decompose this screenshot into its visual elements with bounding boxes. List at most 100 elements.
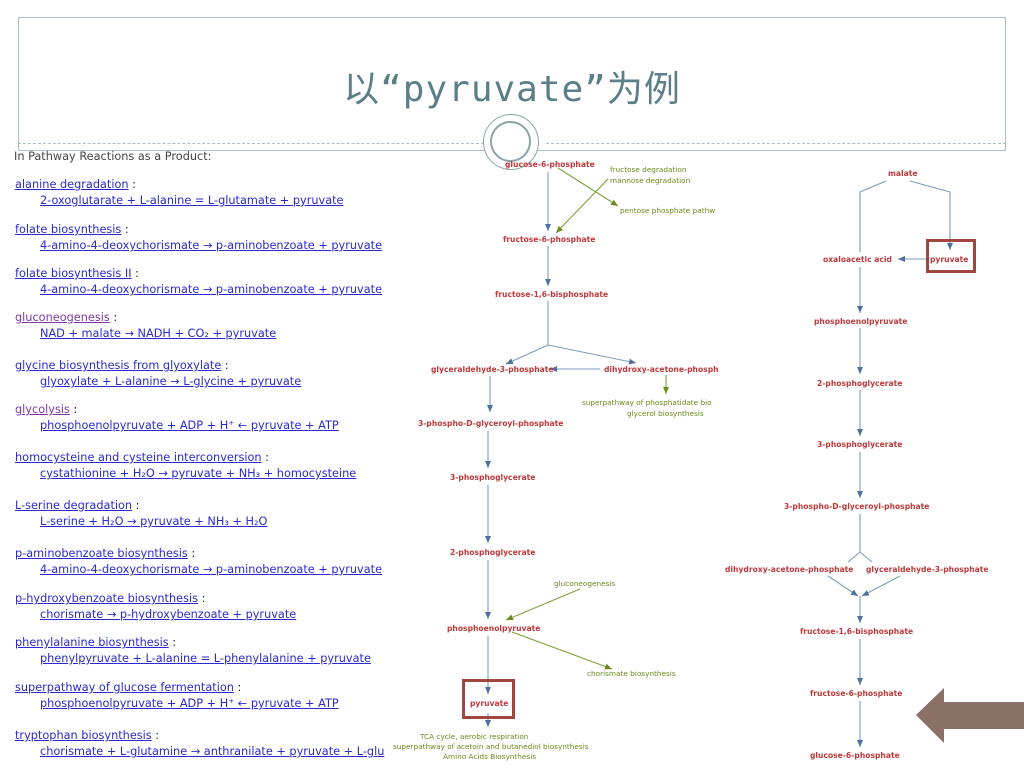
pathway-colon: : (69, 403, 78, 416)
metabolite-dihydroxy-acetone-phosphate[interactable]: dihydroxy-acetone-phosph (604, 365, 719, 374)
pathway-colon: : (198, 592, 206, 605)
reaction-equation-row: phosphoenolpyruvate + ADP + H⁺ ← pyruvat… (15, 697, 339, 710)
reaction-equation-link[interactable]: 4-amino-4-deoxychorismate → p-aminobenzo… (40, 283, 383, 296)
pathway-link[interactable]: glycolysis (15, 403, 70, 416)
side-pathway-chorismate[interactable]: chorismate biosynthesis (587, 669, 676, 678)
reaction-equation-link[interactable]: chorismate + L-glutamine → anthranilate … (40, 745, 385, 758)
reaction-equation-link[interactable]: 2-oxoglutarate + L-alanine = L-glutamate… (40, 194, 344, 207)
reaction-equation-link[interactable]: glyoxylate + L-alanine → L-glycine + pyr… (40, 375, 302, 388)
metabolite-glyceraldehyde-3-phosphate-2[interactable]: glyceraldehyde-3-phosphate (866, 565, 989, 574)
metabolite-pyruvate-2[interactable]: pyruvate (930, 255, 969, 264)
reaction-equation-row: 4-amino-4-deoxychorismate → p-aminobenzo… (15, 563, 382, 576)
reaction-equation-link[interactable]: phosphoenolpyruvate + ADP + H⁺ ← pyruvat… (40, 419, 339, 432)
reaction-item: glycolysis : phosphoenolpyruvate + ADP + … (15, 403, 339, 432)
reaction-equation-row: NAD + malate → NADH + CO₂ + pyruvate (15, 327, 276, 340)
reaction-item: tryptophan biosynthesis : chorismate + L-… (15, 729, 384, 758)
pathway-link[interactable]: p-aminobenzoate biosynthesis (15, 547, 188, 560)
side-pathway-fructose-degradation[interactable]: fructose degradation (610, 165, 687, 174)
pathway-link[interactable]: homocysteine and cysteine interconversio… (15, 451, 262, 464)
pathway-colon: : (128, 178, 136, 191)
pathway-link[interactable]: superpathway of glucose fermentation (15, 681, 234, 694)
reaction-equation-row: chorismate + L-glutamine → anthranilate … (15, 745, 384, 758)
metabolite-oxaloacetic-acid[interactable]: oxaloacetic acid (823, 255, 892, 264)
pathway-row: glycine biosynthesis from glyoxylate : (15, 359, 301, 372)
pathway-row: folate biosynthesis II : (15, 267, 382, 280)
reaction-item: glycine biosynthesis from glyoxylate :gl… (15, 359, 301, 388)
reaction-equation-link[interactable]: 4-amino-4-deoxychorismate → p-aminobenzo… (40, 239, 383, 252)
side-pathway-phosphatidate[interactable]: superpathway of phosphatidate bio (582, 398, 712, 407)
reaction-item: folate biosynthesis :4-amino-4-deoxychor… (15, 223, 382, 252)
metabolite-dihydroxy-acetone-phosphate-2[interactable]: dihydroxy-acetone-phosphate (725, 565, 854, 574)
pathway-row: gluconeogenesis : (15, 311, 276, 324)
pathway-link[interactable]: alanine degradation (15, 178, 129, 191)
side-pathway-pentose-phosphate[interactable]: pentose phosphate pathw (620, 206, 716, 215)
pathway-row: homocysteine and cysteine interconversio… (15, 451, 356, 464)
metabolite-glucose-6-phosphate-2[interactable]: glucose-6-phosphate (810, 751, 900, 760)
metabolite-pyruvate[interactable]: pyruvate (470, 699, 509, 708)
reaction-equation-link[interactable]: L-serine + H₂O → pyruvate + NH₃ + H₂O (40, 515, 268, 528)
pathway-colon: : (187, 547, 196, 560)
reaction-item: phenylalanine biosynthesis : phenylpyruva… (15, 636, 371, 665)
pathway-colon: : (233, 681, 242, 694)
ring-ornament-icon (483, 114, 539, 170)
pathway-row: alanine degradation : (15, 178, 344, 191)
reaction-equation-row: 4-amino-4-deoxychorismate → p-aminobenzo… (15, 283, 382, 296)
pathway-row: phenylalanine biosynthesis : (15, 636, 371, 649)
reaction-list-heading: In Pathway Reactions as a Product: (14, 150, 212, 163)
metabolite-2-phosphoglycerate[interactable]: 2-phosphoglycerate (450, 548, 536, 557)
reaction-equation-link[interactable]: chorismate → p-hydroxybenzoate + pyruvat… (40, 608, 297, 621)
reaction-equation-row: 2-oxoglutarate + L-alanine = L-glutamate… (15, 194, 344, 207)
reaction-equation-link[interactable]: phosphoenolpyruvate + ADP + H⁺ ← pyruvat… (40, 697, 339, 710)
reaction-equation-link[interactable]: NAD + malate → NADH + CO₂ + pyruvate (40, 327, 277, 340)
pathway-row: L-serine degradation : (15, 499, 267, 512)
metabolite-3-phospho-d-glyceroyl-phosphate[interactable]: 3-phospho-D-glyceroyl-phosphate (418, 419, 564, 428)
pyruvate-highlight-box (462, 679, 515, 719)
metabolite-2-phosphoglycerate-2[interactable]: 2-phosphoglycerate (817, 379, 903, 388)
pathway-link[interactable]: tryptophan biosynthesis (15, 729, 152, 742)
metabolite-glucose-6-phosphate[interactable]: glucose-6-phosphate (505, 160, 595, 169)
side-pathway-acetoin[interactable]: superpathway of acetoin and butanediol b… (393, 742, 589, 751)
pathway-link[interactable]: glycine biosynthesis from glyoxylate (15, 359, 222, 372)
pathway-link[interactable]: L-serine degradation (15, 499, 133, 512)
side-pathway-tca-cycle[interactable]: TCA cycle, aerobic respiration (420, 732, 529, 741)
pathway-colon: : (221, 359, 229, 372)
pathway-colon: : (132, 499, 140, 512)
pathway-link[interactable]: gluconeogenesis (15, 311, 110, 324)
metabolite-phosphoenolpyruvate-2[interactable]: phosphoenolpyruvate (814, 317, 908, 326)
divider-line (546, 143, 1006, 144)
reaction-equation-link[interactable]: phenylpyruvate + L-alanine = L-phenylala… (40, 652, 371, 665)
metabolite-malate[interactable]: malate (888, 169, 918, 178)
metabolite-3-phosphoglycerate-2[interactable]: 3-phosphoglycerate (817, 440, 903, 449)
reaction-equation-row: cystathionine + H₂O → pyruvate + NH₃ + h… (15, 467, 356, 480)
pathway-row: p-aminobenzoate biosynthesis : (15, 547, 382, 560)
left-arrow-icon (916, 688, 1024, 743)
reaction-item: p-hydroxybenzoate biosynthesis : chorisma… (15, 592, 296, 621)
reaction-item: gluconeogenesis : NAD + malate → NADH + C… (15, 311, 276, 340)
metabolite-3-phosphoglycerate[interactable]: 3-phosphoglycerate (450, 473, 536, 482)
pathway-colon: : (151, 729, 160, 742)
side-pathway-amino-acids[interactable]: Amino Acids Biosynthesis (443, 752, 537, 761)
reaction-equation-link[interactable]: cystathionine + H₂O → pyruvate + NH₃ + h… (40, 467, 357, 480)
metabolite-phosphoenolpyruvate[interactable]: phosphoenolpyruvate (447, 624, 541, 633)
metabolite-fructose-1-6-bisphosphate[interactable]: fructose-1,6-bisphosphate (495, 290, 609, 299)
side-pathway-glycerol[interactable]: glycerol biosynthesis (627, 409, 704, 418)
metabolite-3-phospho-d-glyceroyl-phosphate-2[interactable]: 3-phospho-D-glyceroyl-phosphate (784, 502, 930, 511)
reaction-item: L-serine degradation : L-serine + H₂O → p… (15, 499, 267, 528)
pathway-row: superpathway of glucose fermentation : (15, 681, 339, 694)
slide-title: 以“pyruvate”为例 (343, 69, 681, 110)
reaction-item: homocysteine and cysteine interconversio… (15, 451, 356, 480)
metabolite-fructose-1-6-bisphosphate-2[interactable]: fructose-1,6-bisphosphate (800, 627, 914, 636)
metabolite-fructose-6-phosphate[interactable]: fructose-6-phosphate (503, 235, 596, 244)
side-pathway-gluconeogenesis[interactable]: gluconeogenesis (554, 579, 616, 588)
pathway-link[interactable]: folate biosynthesis (15, 223, 122, 236)
pathway-link[interactable]: p-hydroxybenzoate biosynthesis (15, 592, 199, 605)
reaction-equation-link[interactable]: 4-amino-4-deoxychorismate → p-aminobenzo… (40, 563, 383, 576)
pathway-link[interactable]: folate biosynthesis II (15, 267, 132, 280)
pathway-link[interactable]: phenylalanine biosynthesis (15, 636, 169, 649)
metabolite-fructose-6-phosphate-2[interactable]: fructose-6-phosphate (810, 689, 903, 698)
side-pathway-mannose-degradation[interactable]: mannose degradation (610, 176, 691, 185)
metabolite-glyceraldehyde-3-phosphate[interactable]: glyceraldehyde-3-phosphate (431, 365, 554, 374)
pathway-row: tryptophan biosynthesis : (15, 729, 384, 742)
reaction-item: alanine degradation : 2-oxoglutarate + L-… (15, 178, 344, 207)
